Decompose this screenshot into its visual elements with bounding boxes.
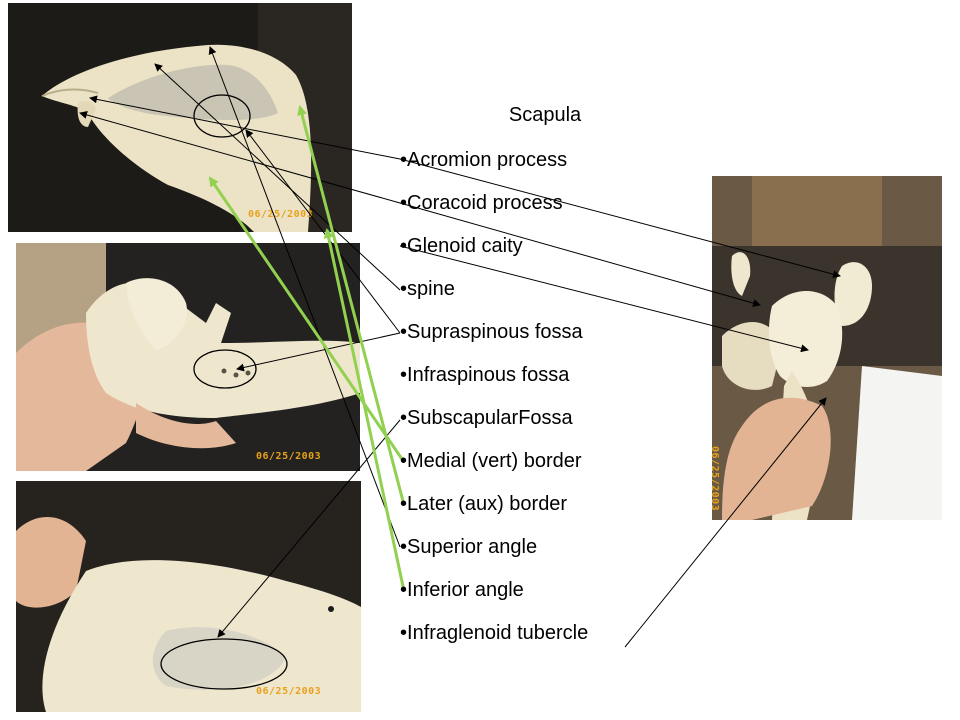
label-infraglenoid-tubercle: Infraglenoid tubercle: [400, 619, 588, 662]
date-stamp: 06/25/2003: [248, 209, 314, 220]
slide-title: Scapula: [508, 104, 582, 126]
label-superior-angle: Superior angle: [400, 533, 588, 576]
label-glenoid-cavity: Glenoid caity: [400, 232, 588, 275]
label-acromion-process: Acromion process: [400, 146, 588, 189]
date-stamp: 06/25/2003: [712, 446, 720, 512]
label-medial-border: Medial (vert) border: [400, 447, 588, 490]
label-coracoid-process: Coracoid process: [400, 189, 588, 232]
label-subscapular-fossa: SubscapularFossa: [400, 404, 588, 447]
date-stamp: 06/25/2003: [256, 686, 322, 697]
photo-scapula-glenoid: 06/25/2003: [712, 176, 942, 520]
label-list: Acromion process Coracoid process Glenoi…: [400, 146, 588, 662]
label-lateral-border: Later (aux) border: [400, 490, 588, 533]
photo-scapula-anterior: 06/25/2003: [16, 481, 361, 712]
photo-scapula-posterior: 06/25/2003: [8, 3, 352, 232]
label-spine: spine: [400, 275, 588, 318]
label-supraspinous-fossa: Supraspinous fossa: [400, 318, 588, 361]
label-inferior-angle: Inferior angle: [400, 576, 588, 619]
date-stamp: 06/25/2003: [256, 451, 322, 462]
photo-scapula-lateral: 06/25/2003: [16, 243, 360, 471]
label-infraspinous-fossa: Infraspinous fossa: [400, 361, 588, 404]
